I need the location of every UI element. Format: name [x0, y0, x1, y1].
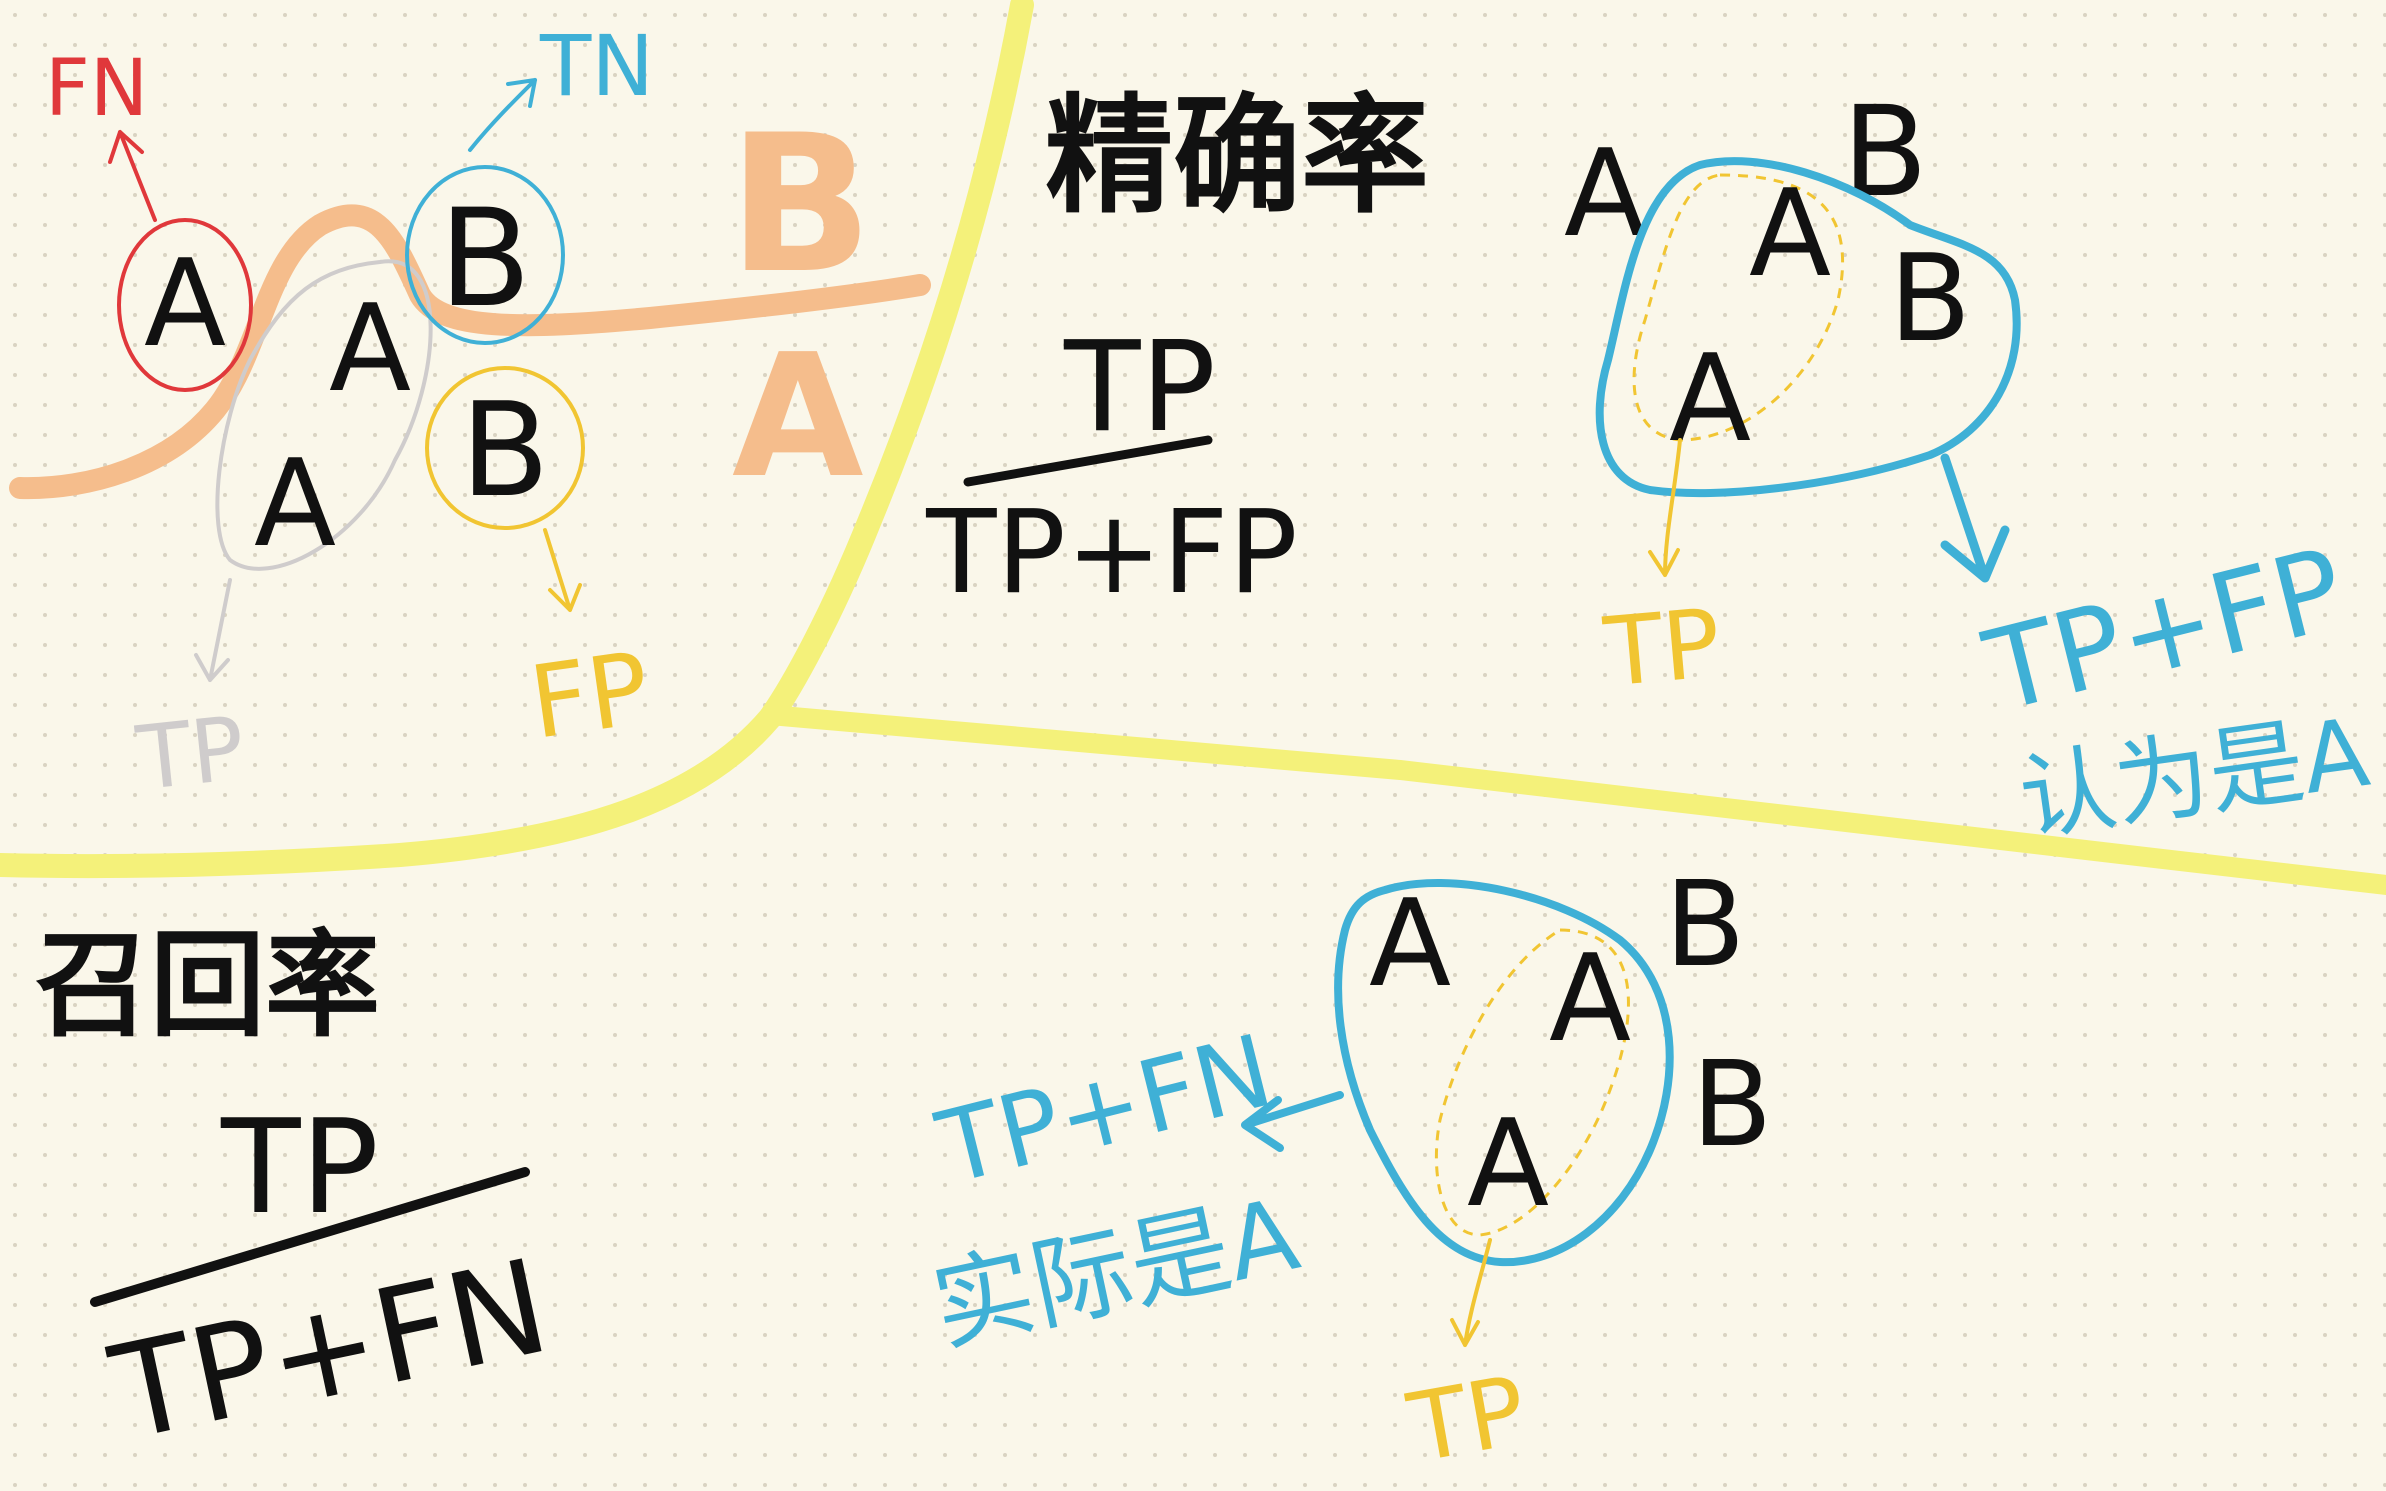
- highlighter-divider-left: [0, 0, 1034, 879]
- tl-letter-b-blue: B: [439, 180, 532, 337]
- region-b-label: B: [728, 94, 873, 315]
- precision-tp-label: TP: [1599, 589, 1724, 709]
- gray-tp-label: TP: [131, 697, 249, 811]
- blue-tn-arrow: [468, 78, 537, 152]
- yellow-fp-circle: [425, 366, 585, 530]
- red-circle: [117, 218, 253, 392]
- precision-fraction-bar: [963, 435, 1213, 487]
- recall-letter-a-inner-top: A: [1549, 930, 1631, 1069]
- precision-letter-a-inner-top: A: [1749, 165, 1831, 304]
- precision-letter-b-top: B: [1842, 80, 1928, 225]
- gray-tp-loop: [215, 259, 433, 571]
- precision-blue-selection: [1595, 157, 2021, 498]
- recall-title: 召回率: [35, 919, 380, 1053]
- tl-letter-a-red: A: [144, 235, 226, 374]
- recall-letter-a-inner-bottom: A: [1467, 1095, 1549, 1234]
- recall-yellow-arrow: [1450, 1238, 1492, 1347]
- precision-denominator: TP+FP: [925, 486, 1297, 620]
- region-a-label: A: [732, 318, 864, 516]
- precision-letter-a-inner-bottom: A: [1669, 330, 1751, 469]
- precision-numerator: TP: [1063, 315, 1216, 460]
- recall-letter-b-bottom: B: [1692, 1035, 1773, 1173]
- precision-tp-region: [1632, 173, 1845, 442]
- yellow-fp-arrow: [543, 528, 582, 612]
- gray-arrow: [194, 578, 232, 682]
- recall-letter-a-outer: A: [1369, 875, 1451, 1014]
- blue-tn-circle: [405, 165, 565, 345]
- tl-letter-a-lower: A: [254, 435, 336, 574]
- recall-blue-arrow: [1241, 1091, 1344, 1152]
- fn-label: FN: [45, 44, 148, 134]
- tl-letter-a-middle: A: [329, 280, 411, 419]
- recall-blue-selection: [1334, 879, 1674, 1267]
- precision-letter-a-outer: A: [1564, 125, 1646, 264]
- tl-letter-b-yellow: B: [460, 374, 549, 526]
- recall-fraction-bar: [90, 1167, 530, 1307]
- precision-title: 精确率: [1045, 82, 1429, 231]
- highlighter-divider-right: [760, 705, 2386, 895]
- fp-label: FP: [523, 629, 656, 761]
- recall-letter-b-top: B: [1665, 855, 1746, 993]
- recall-numerator: TP: [220, 1091, 379, 1243]
- precision-yellow-arrow: [1648, 438, 1682, 577]
- precision-letter-b-inner: B: [1889, 230, 1971, 369]
- recall-tp-region: [1434, 928, 1630, 1237]
- recall-tp-label: TP: [1400, 1356, 1534, 1485]
- precision-blue-arrow: [1940, 453, 2010, 583]
- orange-boundary-curve: [9, 204, 931, 500]
- tn-label: TN: [539, 17, 654, 115]
- red-arrow: [108, 130, 157, 222]
